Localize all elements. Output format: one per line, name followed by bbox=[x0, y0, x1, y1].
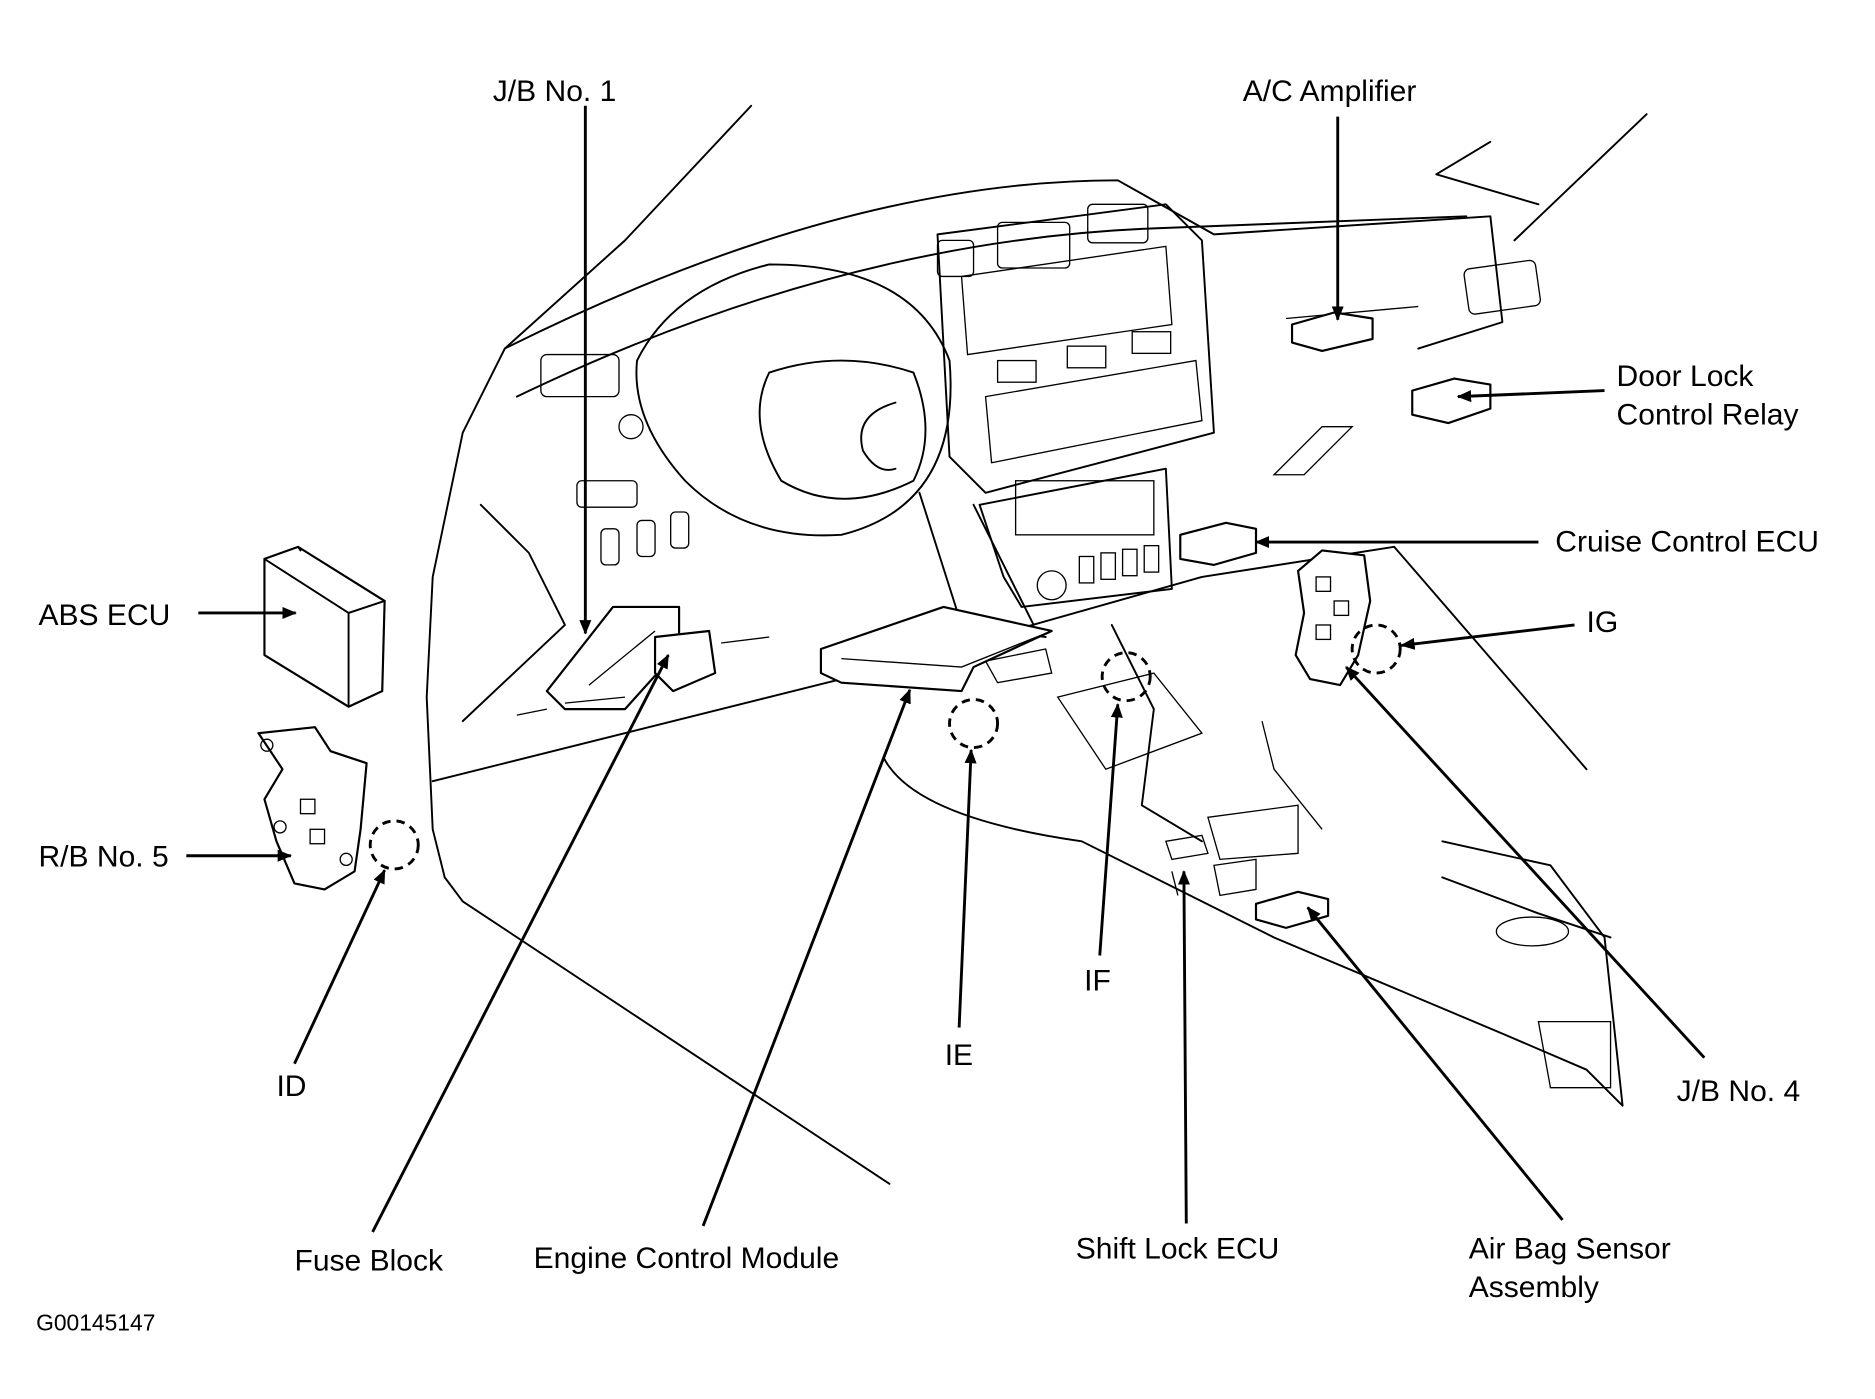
label-door-lock-line1: Door Lock bbox=[1617, 360, 1755, 393]
arrow-fuse-block bbox=[371, 653, 670, 1233]
arrow-shift-lock-ecu bbox=[1177, 870, 1190, 1224]
figure-code: G00145147 bbox=[36, 1309, 155, 1335]
rb-no5-part bbox=[257, 726, 368, 891]
air-bag-sensor-part bbox=[1254, 890, 1330, 929]
ac-amplifier-part bbox=[1290, 311, 1374, 353]
label-air-bag-line2: Assembly bbox=[1469, 1271, 1599, 1304]
label-door-lock-line2: Control Relay bbox=[1617, 398, 1799, 431]
jb-no1-part bbox=[545, 605, 717, 711]
connector-id-marker bbox=[368, 819, 420, 871]
cruise-control-ecu-part bbox=[1179, 521, 1258, 566]
arrow-id bbox=[293, 869, 386, 1065]
label-cruise-control-ecu: Cruise Control ECU bbox=[1555, 526, 1819, 559]
label-ig: IG bbox=[1587, 606, 1619, 639]
jb-no4-part bbox=[1294, 549, 1372, 687]
arrow-ie bbox=[957, 748, 977, 1028]
label-id: ID bbox=[276, 1070, 306, 1103]
door-lock-relay-part bbox=[1411, 377, 1492, 425]
arrow-jb-no4 bbox=[1345, 666, 1706, 1059]
label-rb-no5: R/B No. 5 bbox=[38, 841, 168, 874]
arrow-ig bbox=[1400, 623, 1575, 650]
arrow-air-bag-sensor bbox=[1306, 906, 1564, 1221]
leader-arrows bbox=[186, 105, 1706, 1233]
label-jb-no4: J/B No. 4 bbox=[1677, 1075, 1801, 1108]
label-jb-no1: J/B No. 1 bbox=[493, 75, 617, 108]
label-air-bag-line1: Air Bag Sensor bbox=[1469, 1232, 1671, 1265]
arrow-engine-control-module bbox=[701, 688, 912, 1227]
abs-ecu-part bbox=[263, 545, 386, 708]
label-ac-amplifier: A/C Amplifier bbox=[1243, 75, 1417, 108]
arrow-door-lock-relay bbox=[1456, 389, 1605, 403]
label-engine-control-module: Engine Control Module bbox=[534, 1242, 840, 1275]
callout-labels: J/B No. 1 A/C Amplifier Door Lock Contro… bbox=[36, 75, 1819, 1336]
connector-ie-marker bbox=[948, 698, 1000, 750]
label-shift-lock-ecu: Shift Lock ECU bbox=[1076, 1232, 1280, 1265]
label-if: IF bbox=[1084, 964, 1111, 997]
label-ie: IE bbox=[945, 1039, 973, 1072]
connector-if-marker bbox=[1100, 651, 1152, 703]
connector-ig-marker bbox=[1350, 623, 1402, 675]
engine-control-module-part bbox=[819, 605, 1053, 693]
label-fuse-block: Fuse Block bbox=[294, 1244, 444, 1277]
arrow-if bbox=[1098, 703, 1123, 956]
label-abs-ecu: ABS ECU bbox=[38, 599, 170, 632]
